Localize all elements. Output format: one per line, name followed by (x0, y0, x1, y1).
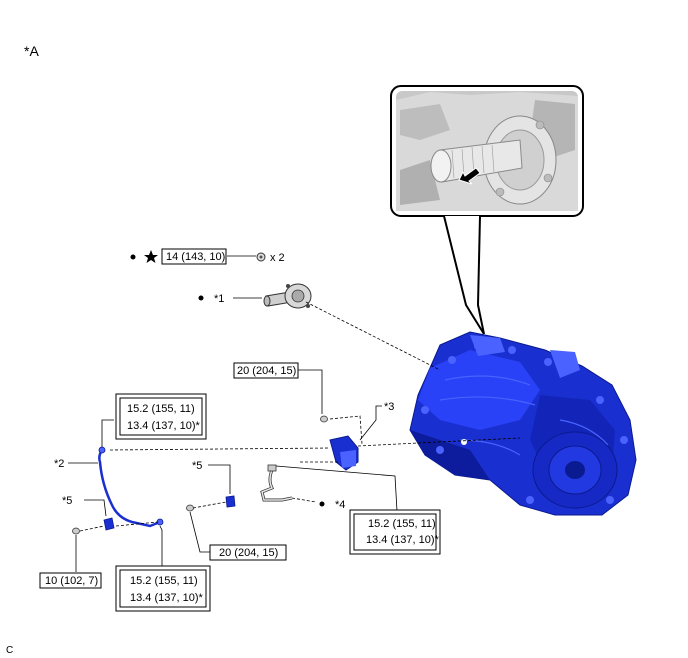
torque-label-10: 10 (102, 7) (45, 575, 98, 587)
torque-label-pair2-line1: 15.2 (155, 11) (368, 518, 436, 530)
torque-label-pair3-line1: 15.2 (155, 11) (130, 575, 198, 587)
inset-view (390, 85, 584, 335)
torque-label-bolt-x2: 14 (143, 10) (166, 251, 225, 263)
leader-lines (68, 255, 398, 572)
star-icon (144, 250, 158, 263)
torque-label-pair1-line2: 13.4 (137, 10)* (127, 420, 200, 432)
callout-1: *1 (214, 293, 224, 305)
hose-part (260, 464, 293, 502)
torque-label-pair3-line2: 13.4 (137, 10)* (130, 592, 203, 604)
callout-5a: *5 (192, 460, 202, 472)
callout-3: *3 (384, 401, 394, 413)
release-cylinder-part (263, 283, 312, 309)
flexible-pipe-part (98, 446, 164, 531)
callout-5b: *5 (62, 495, 72, 507)
assembly-lines (79, 301, 521, 532)
transmission-assembly (409, 331, 637, 516)
quantity-label: x 2 (270, 252, 285, 264)
view-label: *A (24, 43, 39, 59)
torque-label-pair1-line1: 15.2 (155, 11) (127, 403, 195, 415)
callout-2: *2 (54, 458, 64, 470)
torque-label-pair2-line2: 13.4 (137, 10)* (366, 534, 439, 546)
torque-label-20-top: 20 (204, 15) (237, 365, 296, 377)
clip-part (225, 495, 236, 508)
footer-code: C (6, 645, 13, 656)
callout-4: *4 (335, 499, 345, 511)
bolt-part (256, 252, 266, 262)
bracket-part (329, 435, 359, 471)
bullet-dot-icon (130, 254, 325, 507)
torque-label-20-bottom: 20 (204, 15) (219, 547, 278, 559)
arrow-icon (458, 167, 481, 185)
